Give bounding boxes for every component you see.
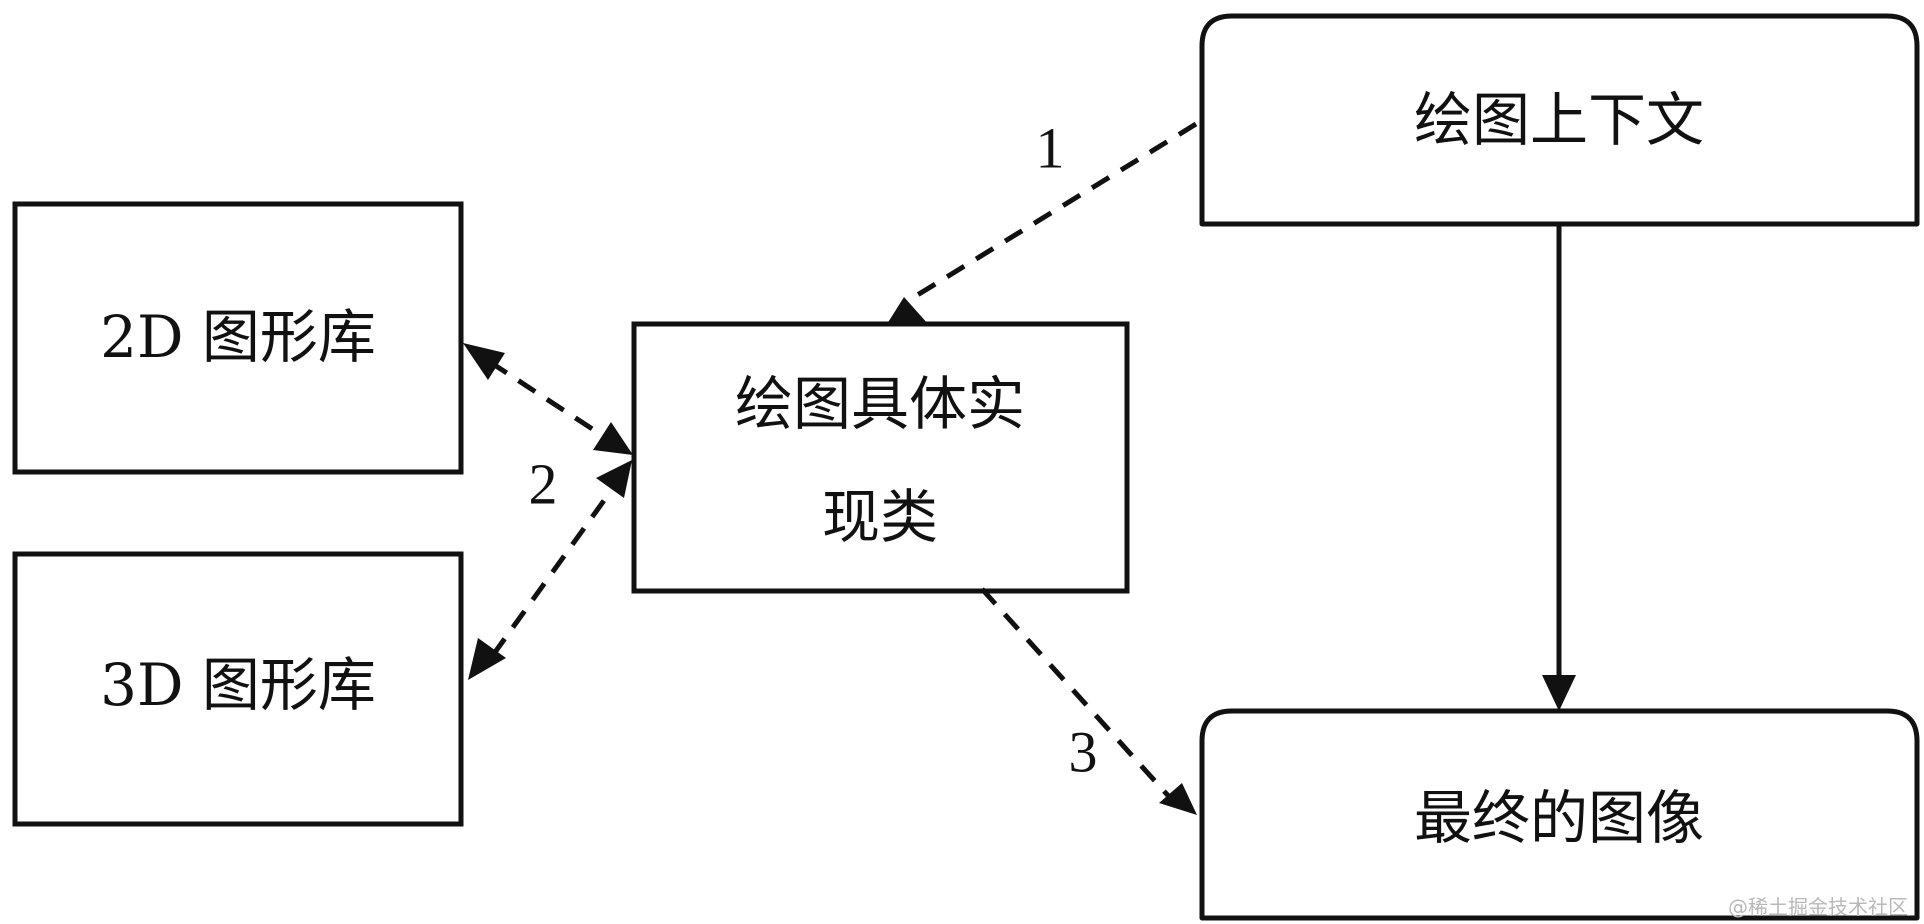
node-final-image-box: [1199, 708, 1920, 921]
node-implementation-label-line-1: 绘图具体实: [735, 370, 1025, 438]
node-3d-graphics-library: 3D 图形库: [12, 551, 464, 827]
node-2d-box: [12, 201, 464, 475]
node-2d-label: 2D 图形库: [100, 303, 376, 371]
edge-2-dashed-line-2d: [488, 359, 605, 439]
node-drawing-context: 绘图上下文: [1199, 13, 1920, 227]
node-2d-graphics-library: 2D 图形库: [12, 201, 464, 475]
node-final-image-label: 最终的图像: [1414, 784, 1704, 852]
edge-2-label: 2: [529, 451, 558, 516]
edge-context-to-implementation: 1: [887, 115, 1198, 324]
node-3d-label: 3D 图形库: [100, 651, 376, 719]
node-3d-box: [12, 551, 464, 827]
edge-1-label: 1: [1036, 115, 1065, 180]
edge-2-arrowhead-implementation-top: [593, 422, 633, 455]
node-context-label: 绘图上下文: [1414, 86, 1704, 154]
edge-2-arrowhead-2d: [463, 343, 505, 380]
node-final-image: 最终的图像: [1199, 708, 1920, 921]
node-drawing-implementation: 绘图具体实 现类: [631, 321, 1130, 594]
node-implementation-label-line-2: 现类: [822, 483, 938, 551]
edge-2-arrowhead-3d: [468, 638, 506, 680]
edge-implementation-to-final-image: 3: [980, 587, 1197, 815]
node-context-box: [1199, 13, 1920, 227]
watermark-text: @稀土掘金技术社区: [1728, 895, 1908, 919]
edge-implementation-to-libraries: 2: [463, 343, 633, 680]
edge-3-arrowhead: [1159, 783, 1197, 815]
edge-1-arrowhead: [887, 297, 928, 324]
edge-1-dashed-line: [904, 121, 1198, 305]
edge-2-dashed-line-3d: [490, 486, 616, 657]
edge-2-arrowhead-implementation-bottom: [596, 460, 632, 498]
edge-context-to-final-image: [1542, 225, 1576, 711]
node-implementation-box: [631, 321, 1130, 594]
edge-3-label: 3: [1069, 719, 1098, 784]
edge-solid-arrowhead: [1542, 675, 1576, 711]
edge-3-dashed-line: [980, 587, 1174, 802]
